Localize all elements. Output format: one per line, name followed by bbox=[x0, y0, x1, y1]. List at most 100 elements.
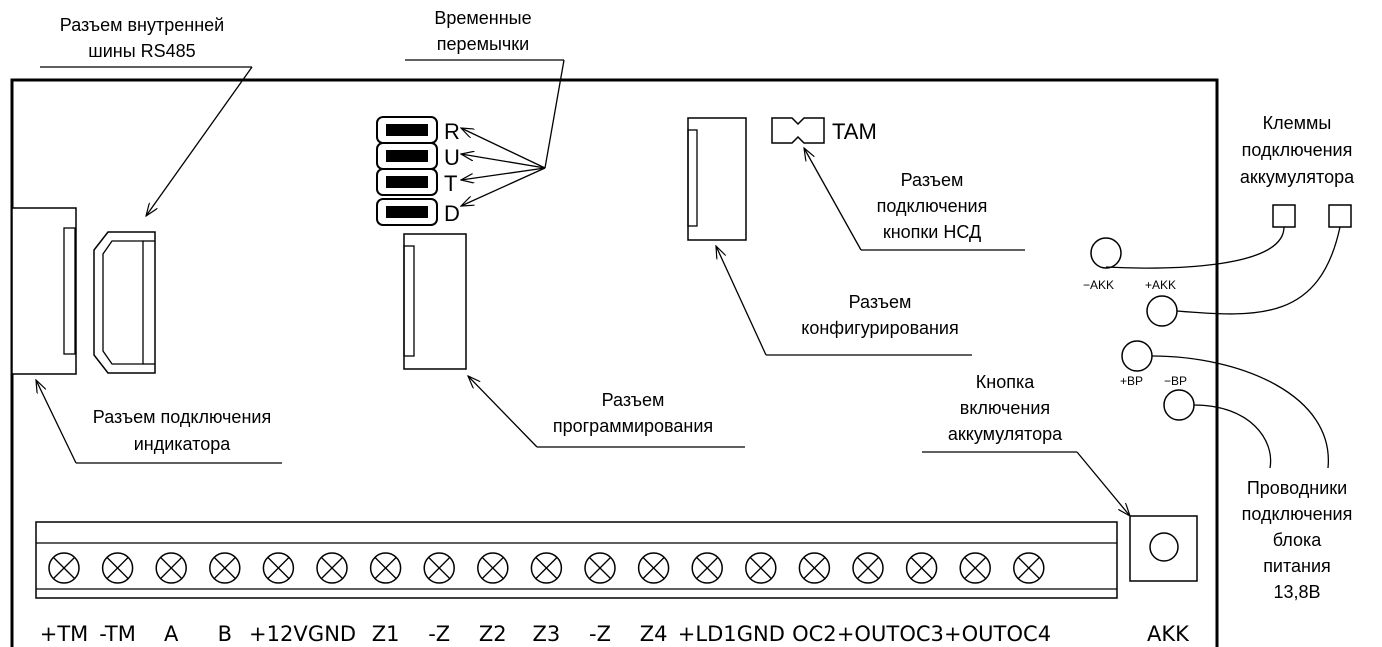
terminal-screw bbox=[477, 552, 509, 584]
terminal-label: B bbox=[218, 622, 232, 646]
battery-terminals bbox=[1272, 204, 1352, 228]
terminal-label: GND bbox=[737, 622, 785, 646]
jumper-u-label: U bbox=[444, 145, 460, 170]
minus-akk-label: −AKK bbox=[1083, 278, 1114, 292]
programming-text-1: Разъем bbox=[602, 390, 665, 410]
programming-annotation: Разъем программирования bbox=[468, 376, 745, 448]
jumper-r-label: R bbox=[444, 119, 460, 144]
battery-terminals-annotation: Клеммы подключения аккумулятора bbox=[1240, 113, 1355, 187]
jumpers-annotation: Временные перемычки bbox=[405, 8, 565, 206]
terminal-label: Z1 bbox=[372, 622, 400, 646]
tamper-annotation: Разъем подключения кнопки НСД bbox=[804, 148, 1025, 251]
psu-wires-text-5: 13,8В bbox=[1273, 582, 1320, 602]
battery-terminals-text-1: Клеммы bbox=[1263, 113, 1332, 133]
terminal-screw bbox=[48, 552, 80, 584]
terminal-screw bbox=[798, 552, 831, 584]
terminal-screw bbox=[1013, 552, 1045, 584]
terminal-screw bbox=[530, 552, 563, 584]
terminal-label: +OUT bbox=[944, 622, 1006, 646]
indicator-annotation: Разъем подключения индикатора bbox=[36, 380, 282, 464]
indicator-text-1: Разъем подключения bbox=[93, 407, 271, 427]
configuration-text-2: конфигурирования bbox=[801, 318, 958, 338]
battery-button-text-1: Кнопка bbox=[976, 372, 1035, 392]
programming-connector bbox=[403, 233, 467, 370]
terminal-screw bbox=[852, 552, 884, 584]
battery-terminals-text-3: аккумулятора bbox=[1240, 167, 1355, 187]
akk-label: AKK bbox=[1147, 622, 1190, 646]
terminal-label: -Z bbox=[428, 622, 450, 646]
terminal-screw bbox=[369, 552, 402, 584]
terminal-screw bbox=[959, 552, 991, 584]
jumper-t-label: T bbox=[444, 171, 457, 196]
terminal-screw bbox=[905, 552, 938, 584]
wire-minus-bp: −BP bbox=[1163, 374, 1272, 469]
terminal-label: GND bbox=[308, 622, 356, 646]
jumper-u: U bbox=[376, 142, 460, 170]
configuration-annotation: Разъем конфигурирования bbox=[716, 246, 972, 356]
psu-wires-annotation: Проводники подключения блока питания 13,… bbox=[1242, 478, 1353, 602]
terminal-label: -Z bbox=[589, 622, 611, 646]
terminal-screw bbox=[423, 552, 455, 584]
terminal-label: +LD1 bbox=[678, 622, 737, 646]
configuration-connector bbox=[687, 117, 747, 241]
battery-button-text-2: включения bbox=[960, 398, 1050, 418]
terminal-screw bbox=[316, 552, 348, 584]
rs485-text-2: шины RS485 bbox=[88, 41, 195, 61]
tamper-text-3: кнопки НСД bbox=[883, 222, 981, 242]
temporary-jumpers: R U T D bbox=[376, 116, 460, 226]
rs485-connector bbox=[93, 231, 156, 374]
psu-wires-text-1: Проводники bbox=[1247, 478, 1347, 498]
wire-minus-akk: −AKK bbox=[1083, 226, 1285, 292]
terminal-label: A bbox=[164, 622, 179, 646]
terminal-label: OC4 bbox=[1007, 622, 1052, 646]
psu-wires-text-3: блока bbox=[1273, 530, 1322, 550]
rs485-text-1: Разъем внутренней bbox=[60, 15, 224, 35]
plus-bp-label: +BP bbox=[1120, 374, 1143, 388]
terminal-screw bbox=[637, 552, 670, 584]
terminal-screw bbox=[745, 552, 777, 584]
terminal-screw bbox=[584, 552, 616, 584]
terminal-block bbox=[35, 521, 1118, 599]
tamper-text-2: подключения bbox=[877, 196, 988, 216]
wire-plus-akk: +AKK bbox=[1145, 226, 1341, 327]
battery-button[interactable] bbox=[1129, 515, 1198, 582]
programming-text-2: программирования bbox=[553, 416, 713, 436]
rs485-annotation: Разъем внутренней шины RS485 bbox=[40, 15, 253, 216]
psu-wires-text-4: питания bbox=[1263, 556, 1331, 576]
terminal-label: Z3 bbox=[533, 622, 561, 646]
jumper-d-label: D bbox=[444, 201, 460, 226]
terminal-screw bbox=[155, 552, 187, 584]
tamper-connector: TAM bbox=[771, 117, 877, 144]
terminal-screw bbox=[101, 552, 134, 584]
terminal-label: +OUT bbox=[837, 622, 899, 646]
terminal-screw bbox=[209, 552, 241, 584]
jumper-d: D bbox=[376, 198, 460, 226]
indicator-connector bbox=[11, 207, 77, 375]
jumper-t: T bbox=[376, 168, 457, 196]
battery-button-annotation: Кнопка включения аккумулятора bbox=[922, 372, 1130, 516]
tam-label: TAM bbox=[832, 119, 877, 144]
indicator-text-2: индикатора bbox=[134, 434, 232, 454]
tamper-text-1: Разъем bbox=[901, 170, 964, 190]
terminal-label: +12V bbox=[249, 622, 308, 646]
minus-bp-label: −BP bbox=[1164, 374, 1187, 388]
terminal-label: Z4 bbox=[640, 622, 668, 646]
psu-wires-text-2: подключения bbox=[1242, 504, 1353, 524]
configuration-text-1: Разъем bbox=[849, 292, 912, 312]
terminal-label: OC3 bbox=[899, 622, 944, 646]
terminal-screw bbox=[262, 552, 295, 584]
jumpers-text-2: перемычки bbox=[437, 34, 529, 54]
jumpers-text-1: Временные bbox=[434, 8, 531, 28]
battery-button-text-3: аккумулятора bbox=[948, 424, 1063, 444]
battery-terminals-text-2: подключения bbox=[1242, 140, 1353, 160]
terminal-label: Z2 bbox=[479, 622, 507, 646]
terminal-screw bbox=[691, 552, 723, 584]
plus-akk-label: +AKK bbox=[1145, 278, 1176, 292]
terminal-label: OC2 bbox=[792, 622, 837, 646]
terminal-label: -TM bbox=[99, 622, 136, 646]
terminal-label: +TM bbox=[40, 622, 89, 646]
jumper-r: R bbox=[376, 116, 460, 144]
wire-plus-bp: +BP bbox=[1120, 340, 1329, 469]
